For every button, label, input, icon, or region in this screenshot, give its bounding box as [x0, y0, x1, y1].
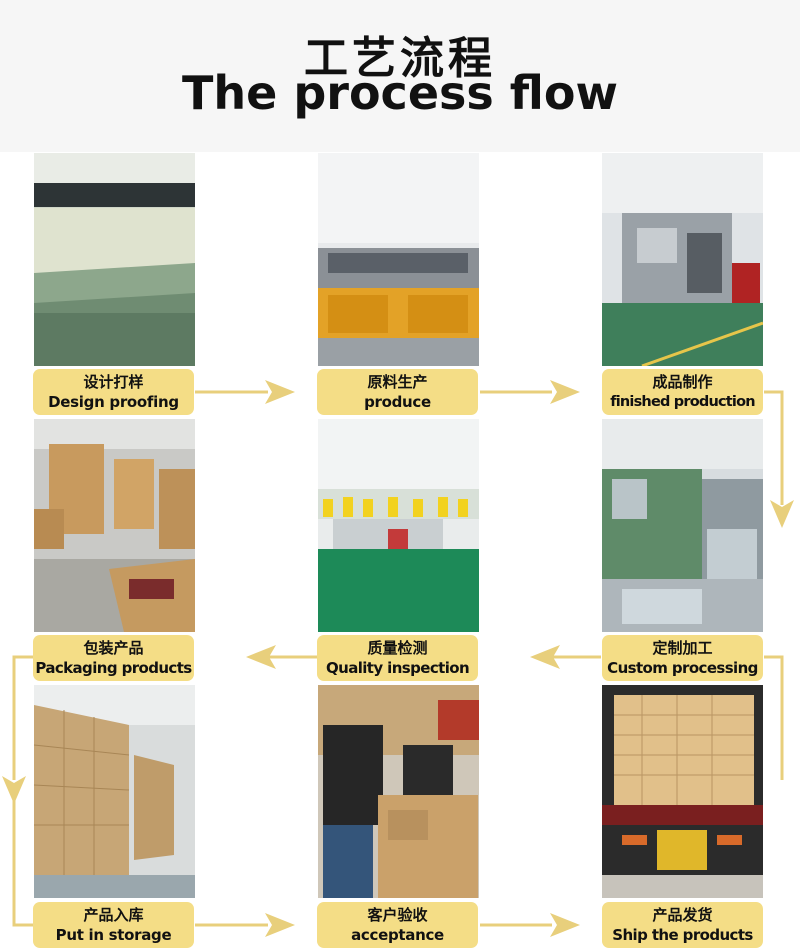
step-en: finished production — [610, 394, 755, 410]
page-title-en: The process flow — [182, 66, 618, 120]
step-en: Custom processing — [607, 659, 758, 677]
photo-acceptance — [318, 685, 479, 898]
step-en: Packaging products — [35, 659, 192, 677]
step-en: Ship the products — [612, 926, 753, 944]
step-label-quality-inspection: 质量检测 Quality inspection — [317, 635, 478, 681]
step-label-packaging-products: 包装产品 Packaging products — [33, 635, 194, 681]
photo-custom-processing — [602, 419, 763, 632]
step-cn: 原料生产 — [367, 373, 428, 391]
step-en: Quality inspection — [325, 659, 470, 677]
step-label-ship-the-products: 产品发货 Ship the products — [602, 902, 763, 948]
photo-packaging-products — [34, 419, 195, 632]
step-en: Design proofing — [48, 393, 179, 411]
step-label-design-proofing: 设计打样 Design proofing — [33, 369, 194, 415]
photo-put-in-storage — [34, 685, 195, 898]
step-label-finished-production: 成品制作 finished production — [602, 369, 763, 415]
photo-finished-production — [602, 153, 763, 366]
page-title-cn: 工艺流程 — [304, 33, 496, 84]
photo-design-proofing — [34, 153, 195, 366]
step-cn: 质量检测 — [367, 639, 428, 657]
photo-produce — [318, 153, 479, 366]
step-cn: 设计打样 — [83, 373, 144, 391]
step-cn: 包装产品 — [83, 639, 144, 657]
step-cn: 定制加工 — [652, 639, 713, 657]
page-header: 工艺流程 The process flow — [0, 0, 800, 152]
step-en: Put in storage — [55, 926, 172, 944]
step-cn: 客户验收 — [367, 906, 428, 924]
photo-ship-the-products — [602, 685, 763, 898]
step-label-produce: 原料生产 produce — [317, 369, 478, 415]
step-cn: 产品发货 — [652, 906, 713, 924]
step-label-put-in-storage: 产品入库 Put in storage — [33, 902, 194, 948]
step-cn: 成品制作 — [652, 373, 713, 391]
step-cn: 产品入库 — [83, 906, 144, 924]
step-en: acceptance — [351, 926, 444, 944]
step-en: produce — [364, 393, 431, 411]
step-label-custom-processing: 定制加工 Custom processing — [602, 635, 763, 681]
photo-quality-inspection — [318, 419, 479, 632]
step-label-acceptance: 客户验收 acceptance — [317, 902, 478, 948]
